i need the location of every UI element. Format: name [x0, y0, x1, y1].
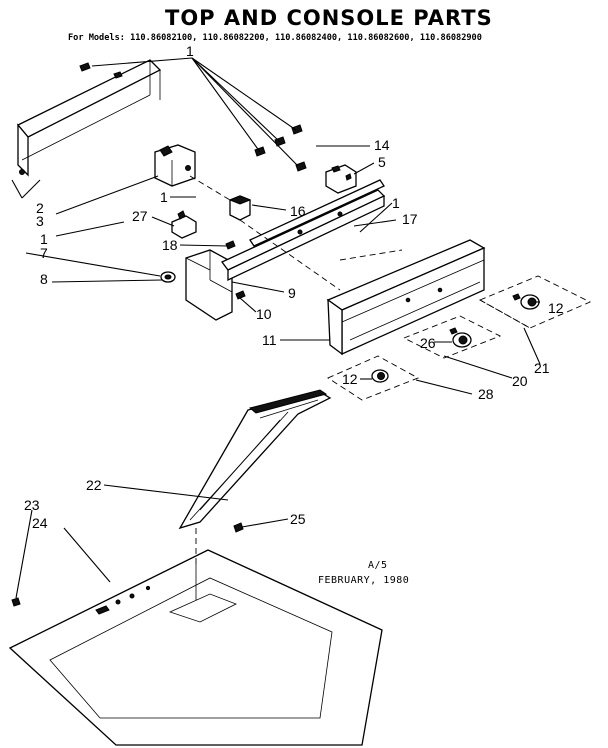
part-switch — [325, 164, 357, 194]
callout-18: 18 — [162, 237, 178, 253]
part-block-16 — [228, 195, 252, 221]
part-switch-27 — [171, 210, 197, 239]
part-screw-18 — [225, 240, 236, 250]
leader-lines — [11, 57, 541, 599]
callout-21: 21 — [534, 360, 550, 376]
part-knob-8 — [160, 271, 176, 283]
callout-1-left: 1 — [40, 231, 48, 247]
part-screws-group-top — [79, 62, 307, 172]
callout-22: 22 — [86, 477, 102, 493]
callout-10: 10 — [256, 306, 272, 322]
callout-9: 9 — [288, 285, 296, 301]
callout-28: 28 — [478, 386, 494, 402]
callout-12-right: 12 — [548, 300, 564, 316]
callout-20: 20 — [512, 373, 528, 389]
callout-23: 23 — [24, 497, 40, 513]
part-knob-assembly-28 — [327, 355, 420, 401]
part-rear-panel — [16, 59, 162, 177]
callout-14: 14 — [374, 137, 390, 153]
callout-11: 11 — [262, 332, 277, 348]
callout-12-left: 12 — [342, 371, 358, 387]
part-control-panel — [326, 239, 486, 356]
callout-1-right: 1 — [392, 195, 400, 211]
callout-5: 5 — [378, 154, 386, 170]
callout-25: 25 — [290, 511, 306, 527]
callout-1-mid: 1 — [160, 189, 168, 205]
part-timer — [154, 144, 196, 187]
callout-27: 27 — [132, 208, 148, 224]
models-line: For Models: 110.86082100, 110.86082200, … — [68, 33, 482, 43]
part-screw-25 — [233, 522, 244, 533]
callout-17: 17 — [402, 211, 418, 227]
part-screw-10 — [235, 290, 246, 300]
part-end-cap — [185, 249, 233, 321]
part-screw-23 — [11, 597, 21, 607]
callout-16: 16 — [290, 203, 306, 219]
part-knob-assembly-20 — [402, 315, 502, 359]
part-console-bracket — [220, 179, 386, 282]
callout-3: 3 — [36, 213, 44, 229]
callout-1-top: 1 — [186, 43, 194, 59]
note-revision: A/5 — [368, 560, 388, 571]
part-knob-assembly-21 — [478, 275, 592, 329]
callout-26: 26 — [420, 335, 436, 351]
callout-2: 2 — [36, 200, 44, 216]
callout-8: 8 — [40, 271, 48, 287]
callout-labels: 1 14 5 2 3 1 16 1 17 27 1 18 7 8 9 10 11… — [24, 43, 564, 531]
callout-7: 7 — [40, 245, 48, 261]
note-date: FEBRUARY, 1980 — [318, 575, 409, 586]
page-title: TOP AND CONSOLE PARTS — [165, 6, 493, 30]
part-top-panel — [8, 549, 383, 746]
part-deflector — [178, 389, 332, 530]
callout-24: 24 — [32, 515, 48, 531]
